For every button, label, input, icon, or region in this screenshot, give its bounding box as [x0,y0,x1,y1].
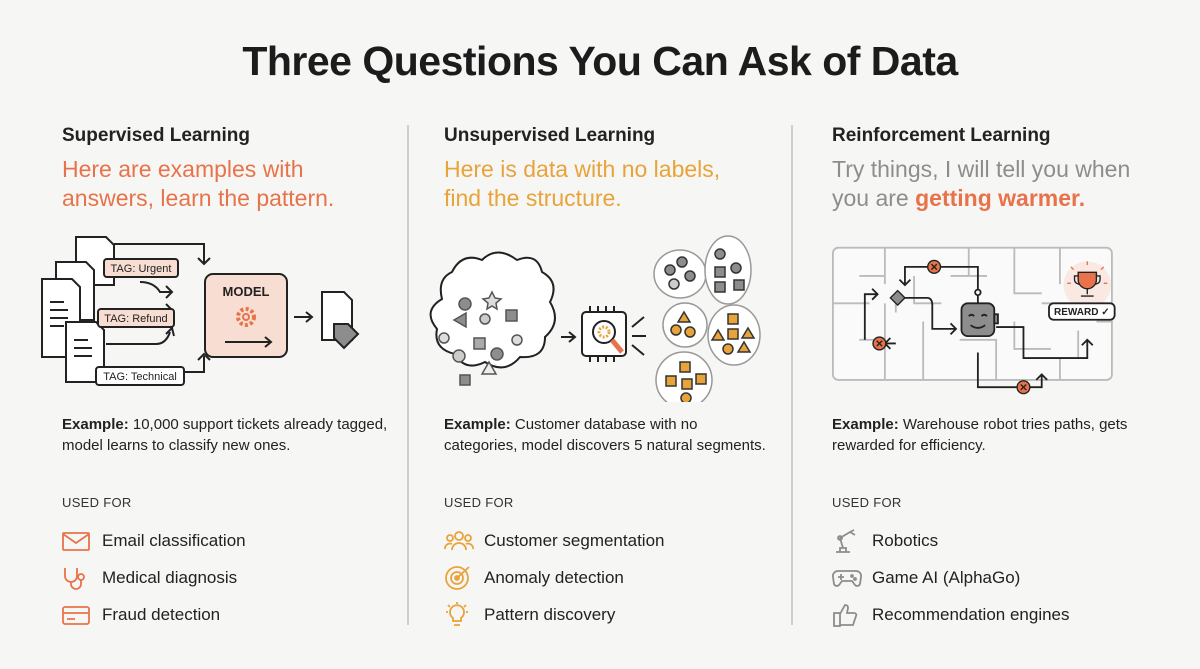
example-label: Example: [832,416,899,433]
example-body: 10,000 support tickets already tagged, m… [62,416,388,454]
gear-icon [236,307,256,327]
use-case-label: Fraud detection [102,604,221,624]
section-lead: Here is data with no labels, find the st… [444,156,721,211]
use-case-item: Robotics [832,522,1070,559]
use-case-item: Medical diagnosis [62,559,246,596]
envelope-icon [62,529,92,553]
reinforcement-column: Reinforcement Learning Try things, I wil… [832,120,1182,640]
section-heading: Unsupervised Learning [444,125,656,146]
use-case-item: Customer segmentation [444,522,664,559]
use-case-label: Customer segmentation [484,530,665,550]
example-label: Example: [444,416,511,433]
use-case-item: Recommendation engines [832,596,1070,633]
use-case-label: Game AI (AlphaGo) [872,567,1021,587]
unsupervised-column: Unsupervised Learning Here is data with … [429,120,794,640]
people-icon [444,529,474,553]
use-case-item: Game AI (AlphaGo) [832,559,1070,596]
section-heading: Reinforcement Learning [832,125,1051,146]
example-text: Example: 10,000 support tickets already … [62,414,392,456]
use-case-item: Pattern discovery [444,596,664,633]
used-for-label: USED FOR [444,495,514,510]
maze-diagram: REWARD ✓ [832,246,1116,395]
tag-urgent: TAG: Urgent [111,263,172,275]
model-box [204,273,288,358]
use-case-label: Recommendation engines [872,604,1070,624]
failure-x-icon [872,259,1031,395]
use-case-label: Medical diagnosis [102,567,238,587]
page-title: Three Questions You Can Ask of Data [242,38,958,84]
unsupervised-diagram [429,235,761,402]
tag-technical: TAG: Technical [103,371,177,383]
tag-refund: TAG: Refund [104,313,167,325]
column-divider [407,125,409,625]
use-case-label: Robotics [872,530,939,550]
use-case-label: Email classification [102,530,246,550]
trophy-icon [1067,261,1108,297]
stethoscope-icon [62,566,92,590]
supervised-column: Supervised Learning Here are examples wi… [41,120,412,640]
example-text: Example: Customer database with no categ… [444,414,774,456]
decision-diamond-icon [889,289,906,307]
magnifier-icon [592,320,616,344]
reward-label: REWARD ✓ [1054,307,1110,318]
example-label: Example: [62,416,129,433]
gamepad-icon [832,566,862,590]
target-icon [444,565,474,590]
use-case-label: Pattern discovery [484,604,616,624]
example-body: Warehouse robot tries paths, gets reward… [832,416,1128,454]
section-heading: Supervised Learning [62,125,250,146]
unlabeled-data-cloud [429,251,556,369]
use-case-item: Fraud detection [62,596,246,633]
robot-icon [960,288,999,338]
thumbs-up-icon [832,603,862,627]
lead-plain: Try things, I will tell you when you are [832,156,1131,211]
section-lead: Try things, I will tell you when you are… [832,155,1162,213]
model-label: MODEL [223,284,270,299]
section-lead: Here are examples with answers, learn th… [62,156,335,211]
example-body: Customer database with no categories, mo… [444,416,766,454]
example-text: Example: Warehouse robot tries paths, ge… [832,414,1162,456]
use-case-item: Anomaly detection [444,559,664,596]
reward-badge [1048,302,1116,321]
lead-highlight: getting warmer. [915,185,1086,211]
supervised-diagram: TAG: Urgent TAG: Refund TAG: Technical M… [41,236,360,386]
lightbulb-icon [444,601,474,627]
used-for-label: USED FOR [832,495,902,510]
robot-arm-icon [832,528,862,553]
column-divider [791,125,793,625]
tag-icon [333,323,360,350]
use-case-label: Anomaly detection [484,567,624,587]
credit-card-icon [62,603,92,627]
tag-label: TAG: Urgent TAG: Refund TAG: Technical [95,258,185,386]
use-case-item: Email classification [62,522,246,559]
used-for-label: USED FOR [62,495,132,510]
